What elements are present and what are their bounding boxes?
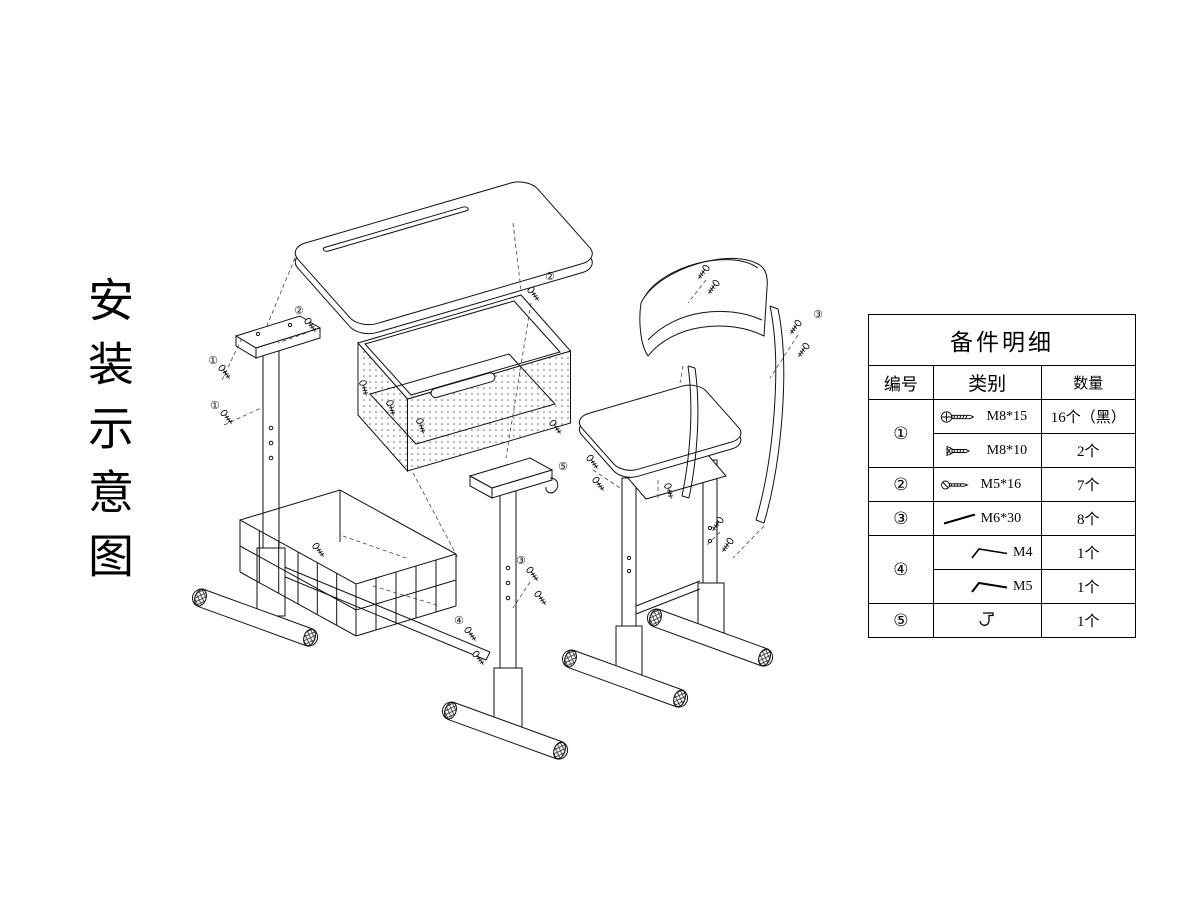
countersunk-screw-icon	[939, 443, 985, 459]
col-header-number: 编号	[868, 365, 934, 400]
self-tapping-screw-icon	[939, 477, 979, 493]
screw-icon	[463, 625, 479, 644]
part-type: M4	[1013, 544, 1033, 560]
table-row: ① M8*15 16个（黑）	[868, 399, 1136, 468]
part-qty: 8个	[1040, 501, 1136, 536]
callouts: ① ① ② ② ③ ③ ④ ⑤	[208, 270, 823, 627]
desk-left-leg	[189, 316, 320, 650]
callout-label: ①	[208, 354, 218, 367]
hook-icon	[973, 610, 1003, 632]
screw-icon	[526, 285, 542, 304]
chair-drawing	[559, 258, 784, 711]
pen-groove	[322, 206, 469, 252]
screw-icon	[795, 341, 811, 360]
table-row: ③ M6*30 8个	[868, 501, 1136, 536]
callout-label: ①	[210, 399, 220, 412]
chair-backrest	[640, 258, 767, 356]
page-title: 安装示意图	[82, 276, 133, 596]
backrest-support-tubes	[682, 306, 784, 523]
col-header-quantity: 数量	[1040, 365, 1136, 400]
part-type: M6*30	[980, 510, 1022, 526]
screw-icon	[311, 541, 327, 560]
allen-key-icon	[967, 579, 1011, 595]
callout-label: ④	[454, 614, 464, 627]
desk-right-leg	[439, 458, 571, 763]
screw-icon	[591, 475, 607, 494]
col-header-category: 类别	[932, 365, 1042, 400]
table-row: M8*10 2个	[869, 433, 1136, 468]
callout-label: ⑤	[558, 460, 568, 473]
part-qty: 16个（黑）	[1040, 399, 1136, 434]
screw-icon	[471, 649, 487, 668]
screw-icon	[533, 589, 549, 608]
part-type: M5	[1013, 578, 1033, 594]
part-type: M5*16	[980, 476, 1022, 492]
screw-icon	[585, 453, 601, 472]
callout-label: ②	[545, 270, 555, 283]
callout-label: ③	[516, 554, 526, 567]
desk-top	[288, 178, 600, 338]
part-qty: 1个	[1040, 569, 1136, 604]
part-qty: 7个	[1040, 467, 1136, 502]
parts-table-title: 备件明细	[868, 314, 1136, 366]
screw-icon	[787, 318, 803, 337]
part-type: M8*15	[986, 408, 1028, 424]
callout-label: ②	[294, 304, 304, 317]
alignment-dashes	[222, 223, 798, 608]
table-row: M5 1个	[869, 569, 1136, 604]
screw-icon	[217, 363, 233, 382]
assembly-diagram: ① ① ② ② ③ ③ ④ ⑤	[189, 128, 823, 763]
part-qty: 2个	[1040, 433, 1136, 468]
parts-table: 备件明细 编号 类别 数量 ① M8*15 16个（黑）	[868, 314, 1136, 638]
part-number: ③	[868, 501, 934, 536]
callout-label: ③	[813, 308, 823, 321]
part-qty: 1个	[1040, 535, 1136, 570]
part-number: ④	[868, 535, 934, 604]
chair-right-leg	[644, 460, 776, 670]
screw-icon	[719, 536, 735, 555]
pan-head-screw-icon	[939, 409, 985, 425]
hanger-hook	[546, 478, 558, 493]
part-qty: 1个	[1040, 603, 1136, 638]
part-number: ②	[868, 467, 934, 502]
table-row: ② M5*16 7个	[868, 467, 1136, 502]
desk-drawing	[189, 178, 600, 763]
part-number: ⑤	[868, 603, 934, 638]
chair-seat	[573, 382, 747, 481]
chair-left-leg	[559, 478, 691, 711]
screw-icon	[525, 565, 541, 584]
desk-book-box	[358, 295, 571, 471]
chair-crossbar	[636, 581, 700, 614]
part-type: M8*10	[986, 442, 1028, 458]
table-row: ⑤ 1个	[868, 603, 1136, 638]
table-row: ④ M4 1个	[868, 535, 1136, 604]
part-number: ①	[868, 399, 934, 468]
rod-pin-icon	[939, 511, 979, 527]
allen-key-icon	[967, 545, 1011, 561]
